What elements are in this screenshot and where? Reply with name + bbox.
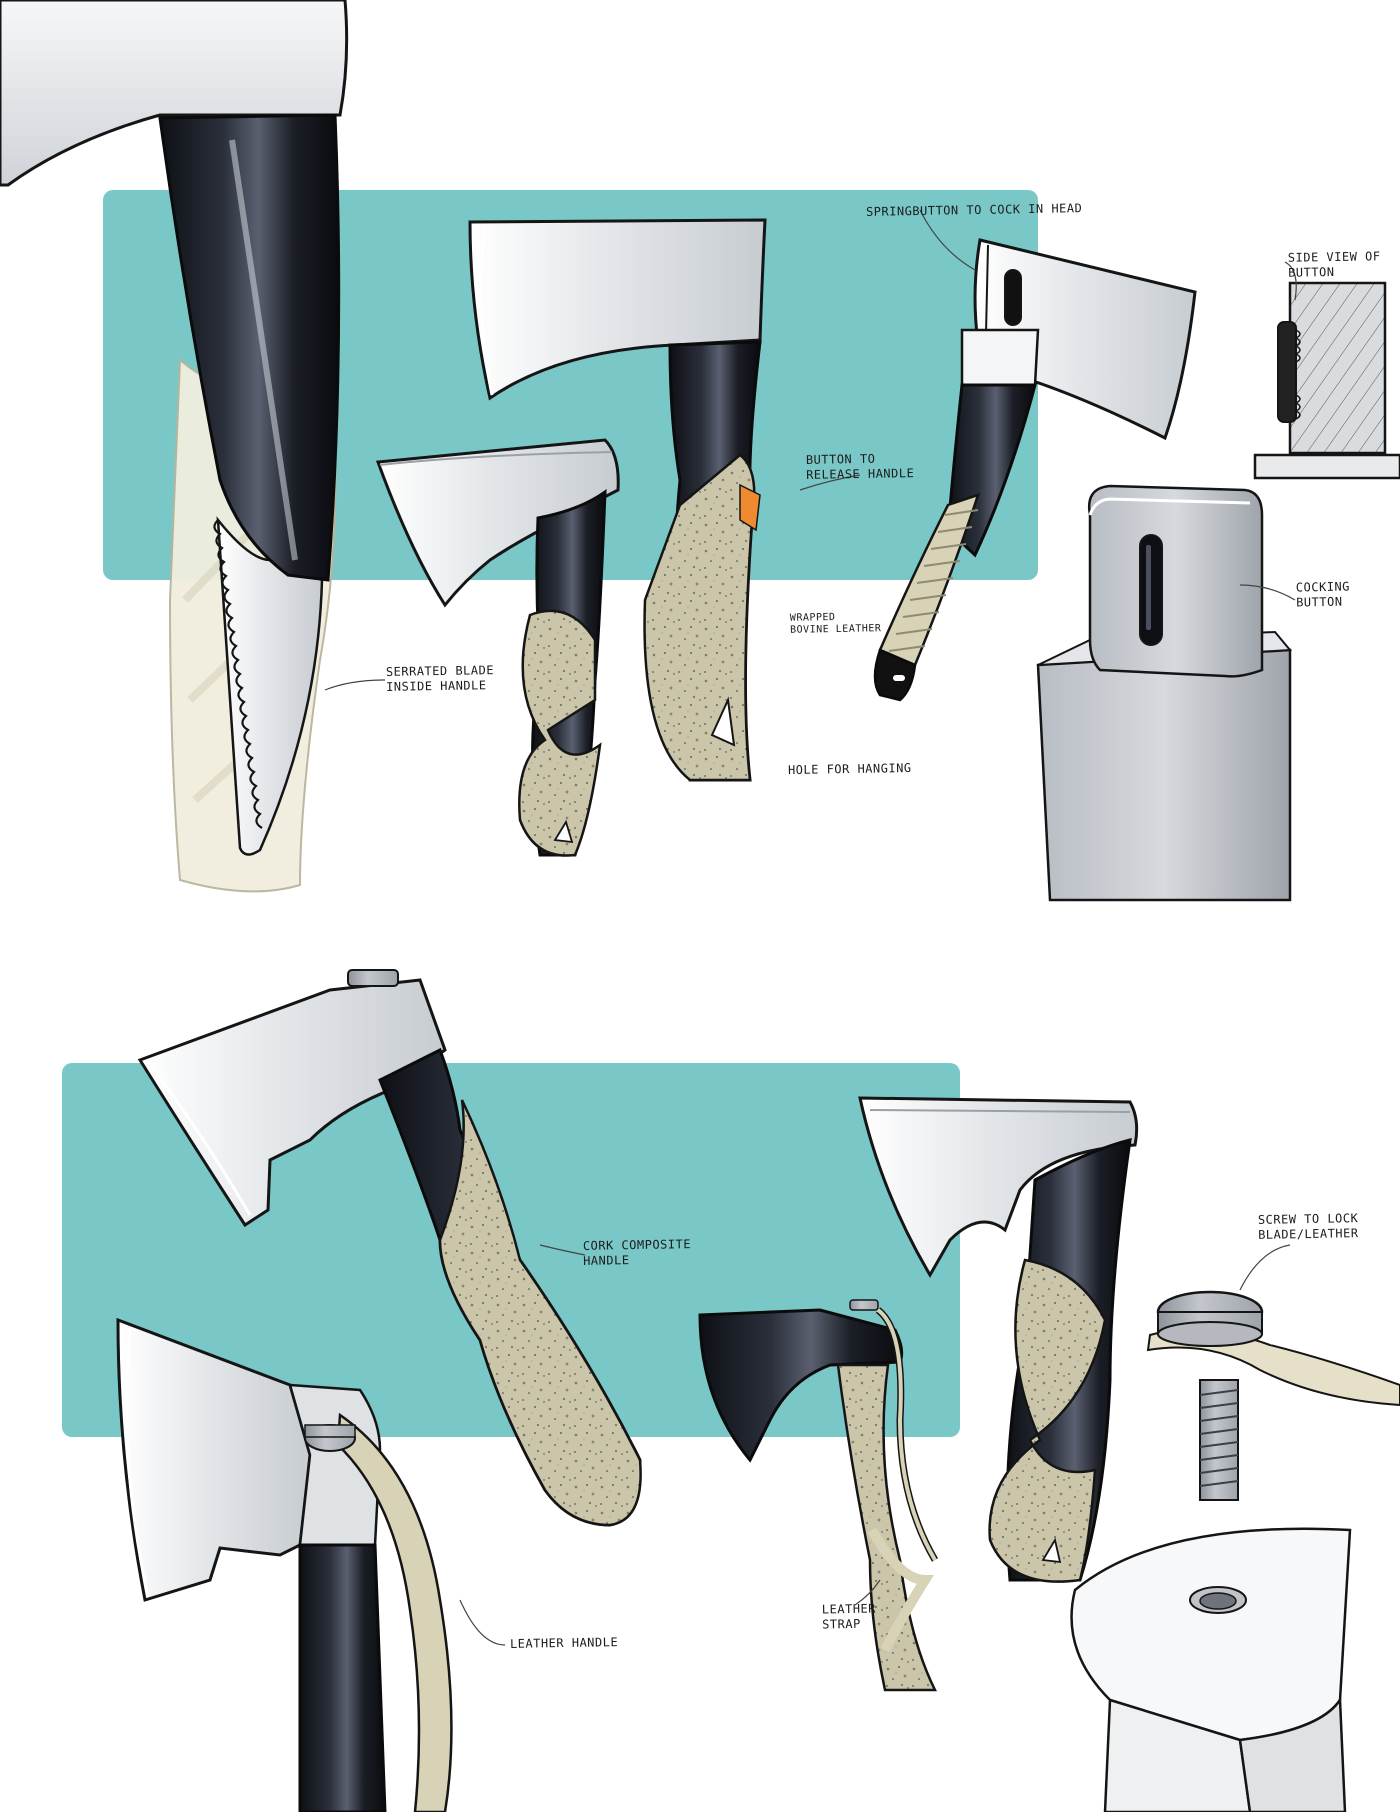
note-line: HANDLE [583, 1253, 630, 1268]
note-line: LEATHER [821, 1601, 877, 1617]
note-serrated-blade: SERRATED BLADE INSIDE HANDLE [386, 663, 495, 695]
note-cork-handle: CORK COMPOSITE HANDLE [583, 1237, 692, 1269]
note-leather-strap: LEATHER STRAP [822, 1602, 877, 1633]
note-leather-handle: LEATHER HANDLE [510, 1635, 618, 1652]
note-line: INSIDE HANDLE [386, 678, 487, 694]
note-line: LEATHER HANDLE [509, 1635, 619, 1651]
note-side-view: SIDE VIEW OF BUTTON [1288, 249, 1381, 281]
note-line: CORK COMPOSITE [582, 1237, 692, 1253]
note-line: BUTTON [1288, 264, 1335, 280]
note-line: SCREW TO LOCK [1257, 1211, 1359, 1227]
note-screw-lock: SCREW TO LOCK BLADE/LEATHER [1258, 1211, 1359, 1243]
note-wrapped-leather: WRAPPED BOVINE LEATHER [790, 611, 882, 637]
note-line: STRAP [822, 1616, 861, 1632]
note-button-release: BUTTON TO RELEASE HANDLE [806, 451, 915, 483]
note-line: HOLE FOR HANGING [787, 760, 912, 778]
note-line: COCKING [1295, 579, 1351, 595]
note-line: SIDE VIEW OF [1287, 249, 1381, 265]
note-cocking-button: COCKING BUTTON [1296, 580, 1351, 611]
note-hole-hanging: HOLE FOR HANGING [788, 761, 912, 778]
note-line: BOVINE LEATHER [790, 623, 882, 636]
note-line: RELEASE HANDLE [806, 466, 915, 482]
note-line: BUTTON [1296, 594, 1343, 610]
note-line: BLADE/LEATHER [1258, 1226, 1359, 1242]
